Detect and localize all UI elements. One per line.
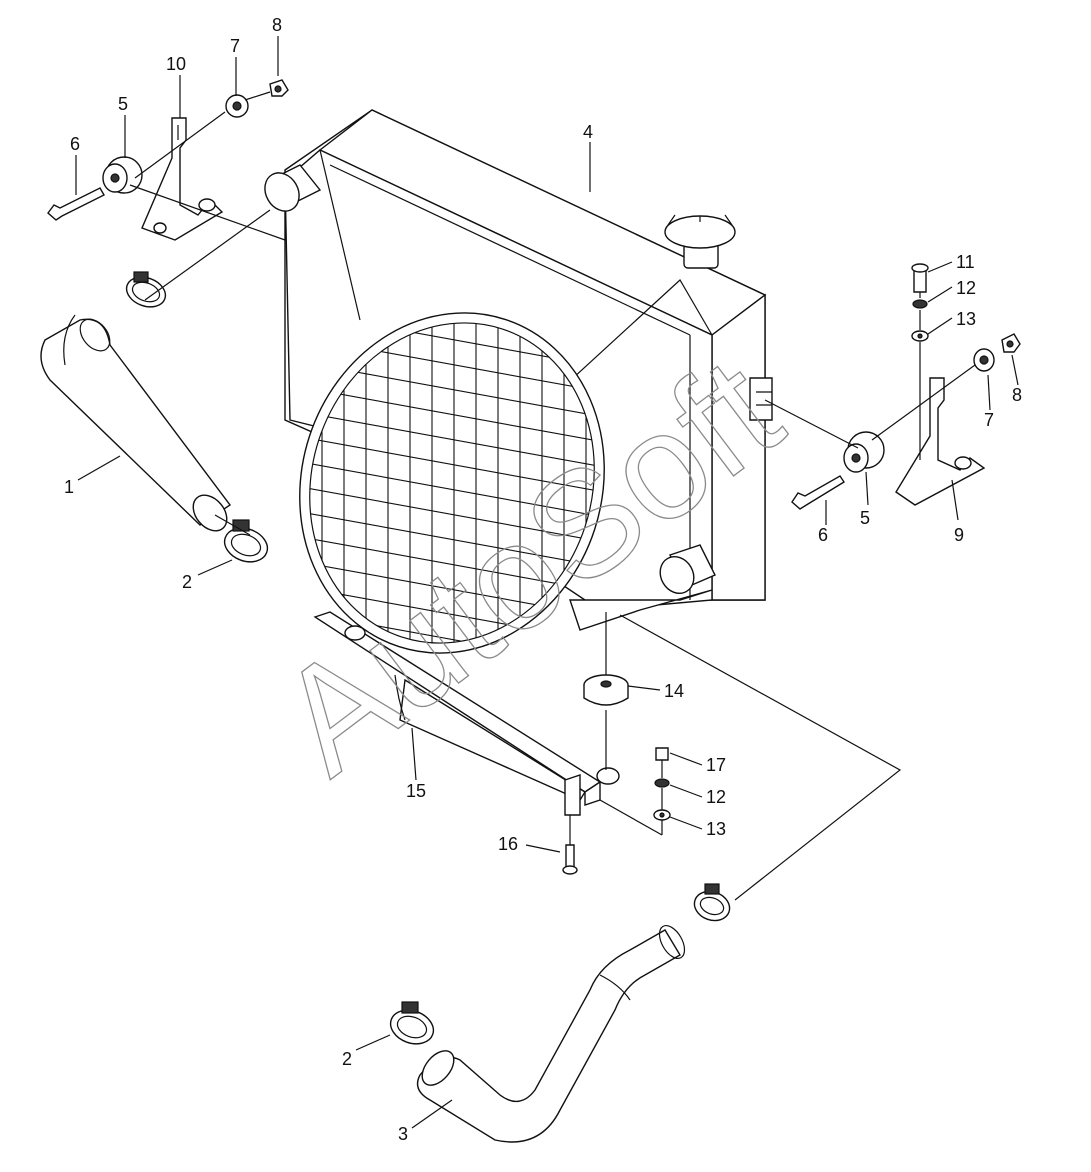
callout-7: 7 bbox=[984, 410, 994, 430]
callout-17: 17 bbox=[706, 755, 726, 775]
callout-5: 5 bbox=[860, 508, 870, 528]
hose-clamp-2b bbox=[389, 1001, 435, 1045]
callout-1: 1 bbox=[64, 477, 74, 497]
callout-7: 7 bbox=[230, 36, 240, 56]
callout-5: 5 bbox=[118, 94, 128, 114]
hose-clamp-2a bbox=[223, 519, 269, 563]
upper-inlet-spigot bbox=[264, 164, 322, 212]
left-mount-assembly bbox=[47, 79, 289, 241]
callout-2: 2 bbox=[182, 572, 192, 592]
radiator-cap bbox=[664, 214, 736, 269]
side-mount-tab bbox=[749, 377, 773, 421]
callout-10: 10 bbox=[166, 54, 186, 74]
callout-8: 8 bbox=[1012, 385, 1022, 405]
callout-12: 12 bbox=[706, 787, 726, 807]
right-mount-assembly bbox=[764, 263, 1021, 510]
rubber-mount-14 bbox=[583, 612, 629, 770]
callout-2: 2 bbox=[342, 1049, 352, 1069]
callout-14: 14 bbox=[664, 681, 684, 701]
callout-9: 9 bbox=[954, 525, 964, 545]
callout-15: 15 bbox=[406, 781, 426, 801]
callout-4: 4 bbox=[583, 122, 593, 142]
callouts: 1 2 2 3 4 5 5 6 6 7 7 8 8 9 10 11 12 12 … bbox=[64, 15, 1022, 1144]
hose-clamp-lower-right bbox=[693, 883, 731, 922]
callout-16: 16 bbox=[498, 834, 518, 854]
callout-12: 12 bbox=[956, 278, 976, 298]
callout-3: 3 bbox=[398, 1124, 408, 1144]
hose-clamp-top bbox=[125, 271, 167, 308]
callout-6: 6 bbox=[818, 525, 828, 545]
lower-outlet-spigot bbox=[659, 544, 716, 594]
callout-13: 13 bbox=[706, 819, 726, 839]
bolt-16 bbox=[562, 815, 578, 875]
guide-lines bbox=[144, 209, 902, 901]
hose-upper bbox=[40, 314, 232, 532]
callout-8: 8 bbox=[272, 15, 282, 35]
callout-6: 6 bbox=[70, 134, 80, 154]
callout-11: 11 bbox=[956, 252, 975, 272]
bottom-mount-plate bbox=[313, 611, 620, 816]
hose-lower bbox=[416, 925, 686, 1143]
leader-lines bbox=[75, 36, 1019, 1129]
fan-guard bbox=[289, 300, 621, 681]
callout-13: 13 bbox=[956, 309, 976, 329]
nut-washer-stack-17 bbox=[599, 747, 671, 836]
